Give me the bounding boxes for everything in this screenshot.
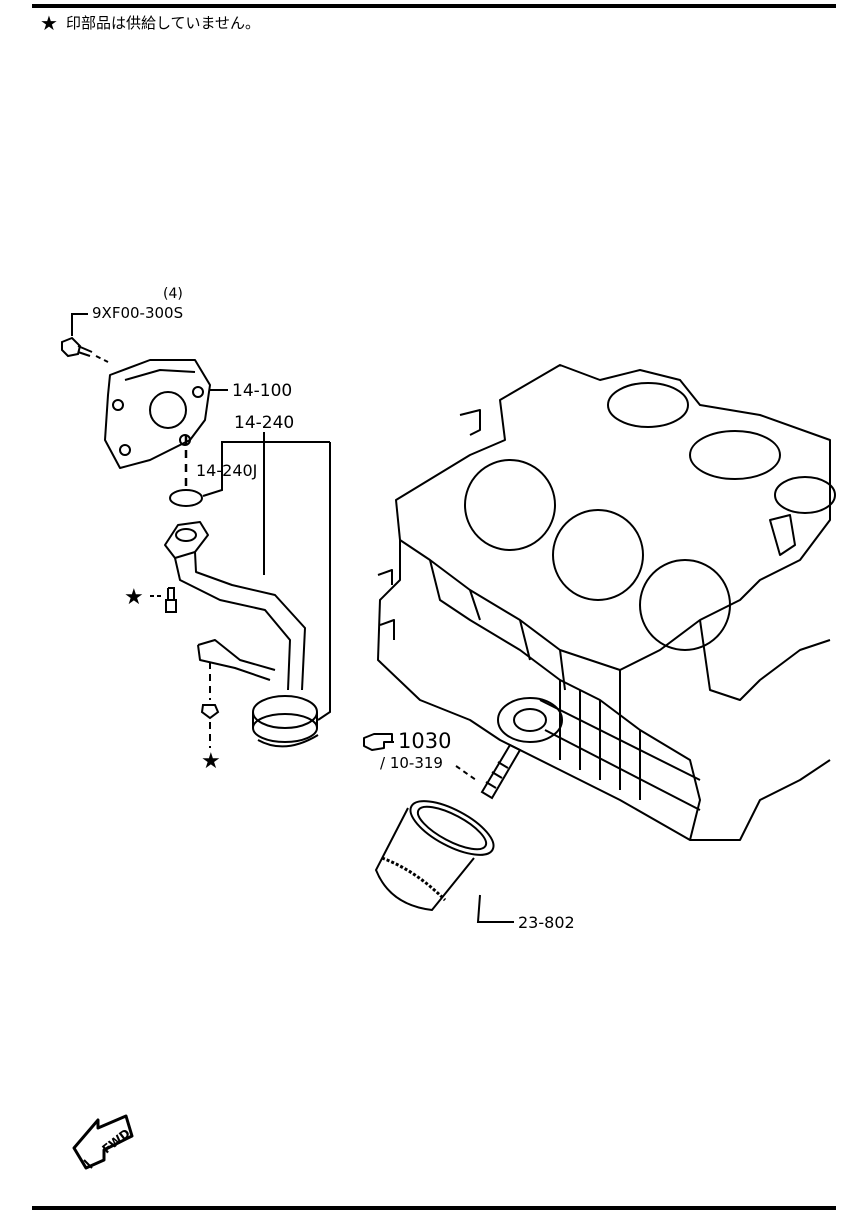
bracket-nut bbox=[200, 662, 220, 748]
cylinder-bore-4 bbox=[607, 382, 689, 428]
cylinder-bore-6 bbox=[774, 476, 836, 514]
cylinder-bore-1 bbox=[464, 459, 556, 551]
o-ring-gasket bbox=[169, 489, 203, 507]
top-rule bbox=[32, 4, 836, 8]
pump-cover-label: 14-100 bbox=[232, 381, 292, 401]
bolt-quantity-label: (4) bbox=[163, 286, 183, 302]
oil-filter-label: 23-802 bbox=[518, 913, 575, 932]
star-icon: ★ bbox=[201, 749, 221, 774]
star-icon: ★ bbox=[40, 10, 58, 35]
engine-block bbox=[377, 364, 836, 841]
stud-bolt bbox=[455, 743, 522, 800]
cylinder-bore-2 bbox=[552, 509, 644, 601]
cylinder-bore-5 bbox=[689, 430, 781, 480]
leader-lines bbox=[71, 313, 514, 923]
oil-filter bbox=[374, 800, 495, 912]
strainer-label: 14-240 bbox=[234, 413, 294, 433]
gasket-label: 14-240J bbox=[196, 461, 257, 480]
legend-note-text: 印部品は供給していません。 bbox=[65, 14, 261, 32]
cylinder-bore-3 bbox=[639, 559, 731, 651]
pointing-hand-icon bbox=[363, 733, 394, 751]
section-ref-label: 1030 bbox=[398, 729, 451, 753]
fwd-arrow-icon: FWD bbox=[72, 1114, 134, 1170]
flange-bolt bbox=[61, 336, 109, 363]
oil-strainer bbox=[164, 521, 319, 748]
section-sub-label: / 10-319 bbox=[380, 754, 443, 772]
bottom-rule bbox=[32, 1206, 836, 1210]
oil-pump-cover bbox=[104, 359, 211, 469]
legend-note: ★ 印部品は供給していません。 bbox=[40, 12, 260, 33]
star-icon: ★ bbox=[124, 585, 144, 610]
strainer-bolt bbox=[150, 587, 177, 613]
bolt-part-label: 9XF00-300S bbox=[92, 304, 183, 322]
